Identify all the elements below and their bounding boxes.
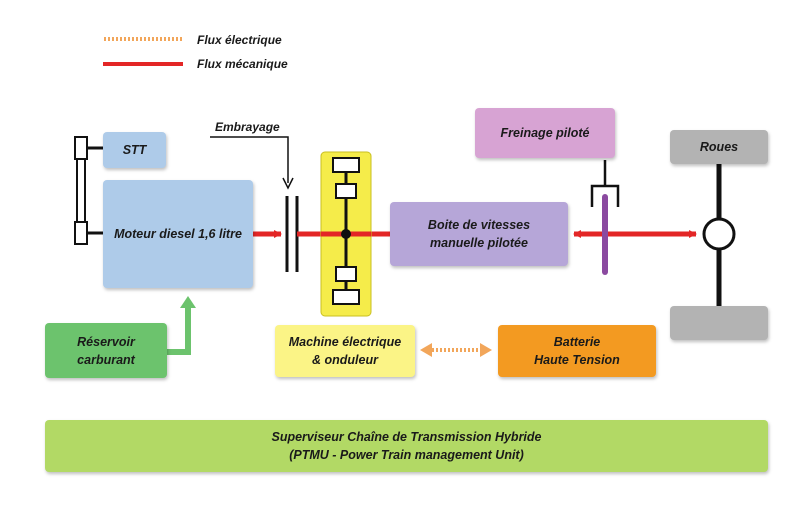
stt-label: STT bbox=[122, 143, 147, 157]
stt-linkage bbox=[74, 136, 103, 245]
wheel-hub bbox=[702, 217, 736, 251]
fuel-tank-block: Réservoir carburant bbox=[45, 323, 167, 378]
electric-machine-label: Machine électrique & onduleur bbox=[288, 335, 402, 367]
clutch-pointer bbox=[210, 136, 289, 183]
clutch-label: Embrayage bbox=[215, 120, 280, 134]
legend-electrical-label: Flux électrique bbox=[197, 33, 282, 47]
wheels-bottom-block bbox=[670, 306, 768, 340]
legend-mechanical-swatch bbox=[103, 62, 183, 66]
braking-block: Freinage piloté bbox=[475, 108, 615, 158]
legend-mechanical-label: Flux mécanique bbox=[197, 57, 288, 71]
fuel-tank-label: Réservoir carburant bbox=[77, 334, 135, 367]
brake-caliper bbox=[590, 160, 620, 207]
supervisor-label: Superviseur Chaîne de Transmission Hybri… bbox=[271, 430, 542, 462]
engine-block: Moteur diesel 1,6 litre bbox=[103, 180, 253, 288]
braking-label: Freinage piloté bbox=[500, 126, 590, 140]
gearbox-label: Boite de vitesses manuelle pilotée bbox=[427, 218, 531, 250]
fuel-flow-tank-engine bbox=[167, 306, 191, 355]
stt-block: STT bbox=[103, 132, 166, 168]
battery-block: Batterie Haute Tension bbox=[498, 325, 656, 377]
clutch-plates bbox=[285, 196, 299, 272]
supervisor-block: Superviseur Chaîne de Transmission Hybri… bbox=[45, 420, 768, 472]
engine-label: Moteur diesel 1,6 litre bbox=[114, 227, 242, 241]
electrical-flow-machine-battery bbox=[430, 348, 482, 352]
battery-label: Batterie Haute Tension bbox=[534, 335, 620, 367]
wheels-top-block: Roues bbox=[670, 130, 768, 164]
electric-machine-block: Machine électrique & onduleur bbox=[275, 325, 415, 377]
wheels-label: Roues bbox=[699, 140, 739, 154]
gearbox-block: Boite de vitesses manuelle pilotée bbox=[390, 202, 568, 266]
legend-electrical-swatch bbox=[103, 37, 183, 41]
